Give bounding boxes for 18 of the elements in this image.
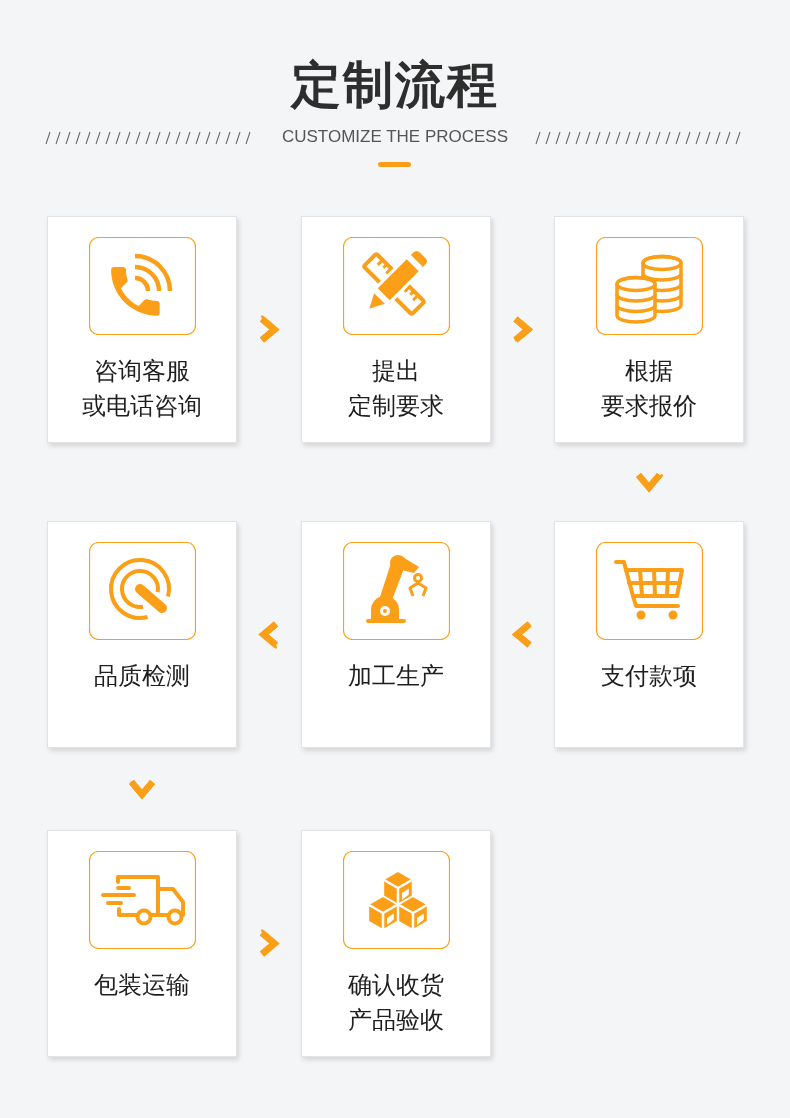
step-label: 确认收货产品验收 <box>348 970 444 1036</box>
step-card <box>554 216 744 443</box>
step-card <box>301 521 491 748</box>
step-label: 咨询客服或电话咨询 <box>82 356 202 422</box>
subtitle: CUSTOMIZE THE PROCESS <box>281 126 509 148</box>
step-label: 根据要求报价 <box>601 356 697 422</box>
step-card <box>47 521 237 748</box>
page-title: 定制流程 <box>291 55 499 116</box>
step-card <box>47 830 237 1057</box>
step-label: 品质检测 <box>94 661 190 692</box>
step-label: 包装运输 <box>94 970 190 1001</box>
step-label: 提出定制要求 <box>348 356 444 422</box>
step-card <box>301 216 491 443</box>
step-label: 加工生产 <box>348 661 444 692</box>
step-card <box>554 521 744 748</box>
step-label: 支付款项 <box>601 661 697 692</box>
step-card <box>301 830 491 1057</box>
step-card <box>47 216 237 443</box>
